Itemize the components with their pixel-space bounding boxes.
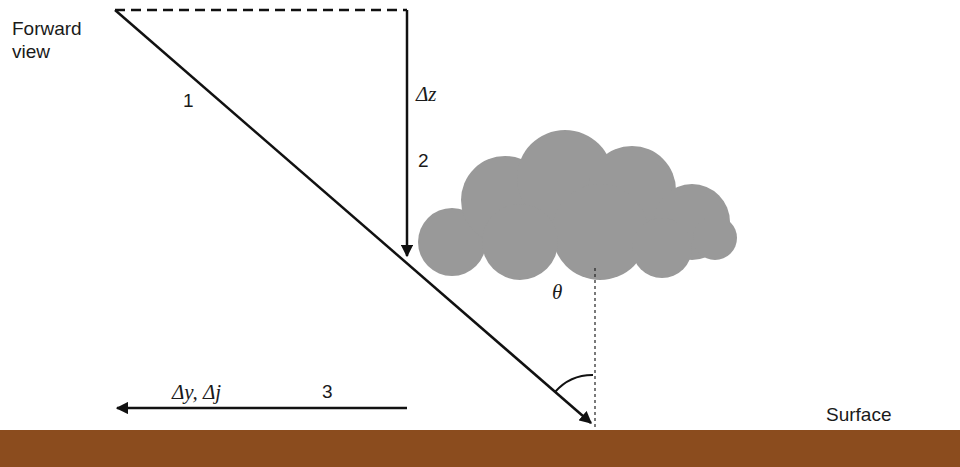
view-ray-arrow [115,10,591,423]
dashed-reference-line [115,9,407,12]
cloud-puff [632,218,692,278]
cloud [418,130,737,280]
cloud-puff [552,184,648,280]
height-arrow [406,10,409,256]
angle-label: θ [552,280,562,305]
displacement-arrow [117,407,407,410]
angle-arc [555,375,593,392]
cloud-puff [693,216,737,260]
vertical-reference-line [594,268,595,428]
view-label: Forward view [12,18,107,64]
displacement-label: Δy, Δj [172,380,221,405]
cloud-puff [482,204,558,280]
height-label: Δz [416,82,437,107]
surface-ground [0,430,960,467]
callout-number: 3 [322,381,333,404]
callout-number: 1 [183,90,194,113]
surface-label: Surface [826,404,891,427]
callout-number: 2 [418,150,429,173]
